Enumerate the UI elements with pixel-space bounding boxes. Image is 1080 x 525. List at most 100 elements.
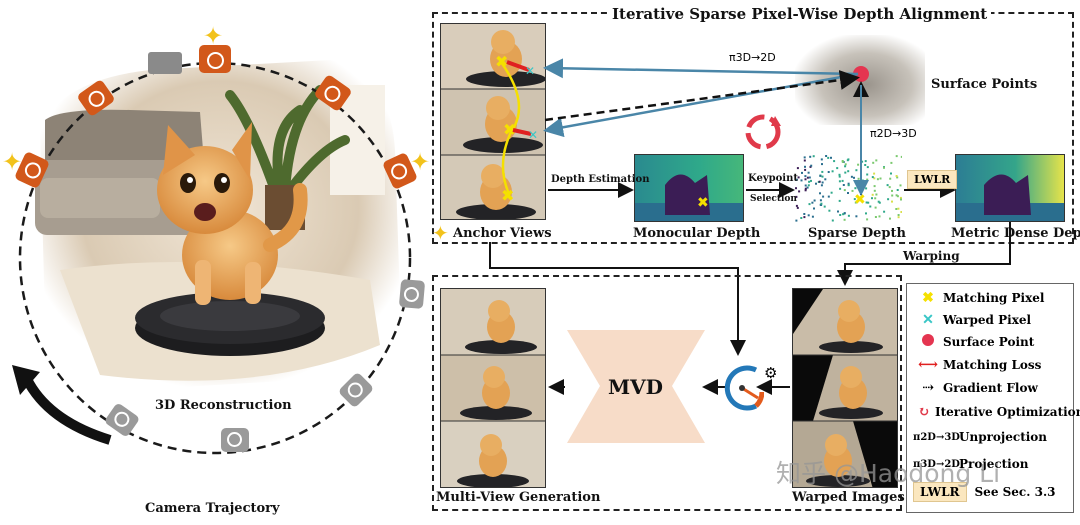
sparse-depth-point	[847, 214, 850, 217]
sparse-depth-point	[853, 198, 856, 201]
sparse-depth-point	[813, 199, 816, 202]
sparse-depth-point	[828, 209, 831, 212]
sparse-depth-point	[900, 198, 902, 201]
sparse-depth-point	[795, 195, 798, 198]
warping-label: Warping	[903, 249, 960, 263]
metric-dense-depth-label: Metric Dense Depth	[951, 226, 1080, 241]
sparse-depth-point	[808, 176, 811, 179]
sparse-depth-point	[796, 167, 799, 170]
svg-text:✖: ✖	[501, 186, 514, 205]
sparse-depth-point	[819, 203, 822, 206]
sparkle-icon: ✦	[432, 221, 449, 245]
mvd-block	[567, 330, 705, 443]
sparse-depth-point	[795, 187, 797, 190]
sparse-depth-label: Sparse Depth	[808, 226, 906, 241]
sparse-depth-point	[820, 158, 823, 161]
legend-item: ✕Warped Pixel	[913, 311, 1031, 329]
sparse-depth-point	[820, 184, 823, 187]
warped-images-image	[792, 288, 898, 488]
surface-points-label: Surface Points	[931, 77, 1038, 92]
sparse-depth-point	[897, 216, 900, 219]
svg-text:✖: ✖	[495, 52, 508, 71]
matching-pixel-icon: ✖	[922, 290, 934, 306]
sparse-depth-point	[900, 155, 902, 158]
sparse-depth-point	[873, 177, 876, 180]
sparse-depth-point	[820, 202, 823, 205]
sparse-depth-point	[806, 176, 809, 179]
unprojection-symbol: π2D→3D	[870, 127, 917, 140]
sparse-depth-point	[900, 211, 902, 213]
sparse-depth-point	[861, 179, 864, 182]
sparse-depth-point	[827, 156, 830, 159]
sparse-depth-point	[846, 159, 849, 162]
sparse-depth-point	[897, 207, 900, 210]
sparse-depth-point	[827, 171, 830, 173]
sparse-depth-point	[866, 178, 869, 181]
sparse-depth-point	[891, 194, 894, 197]
sparse-depth-point	[865, 201, 868, 204]
sparse-depth-point	[803, 156, 806, 159]
sparse-depth-point	[801, 171, 803, 174]
sparse-depth-point	[800, 217, 803, 219]
sparse-depth-point	[843, 189, 846, 192]
camera-icon	[148, 52, 182, 74]
sparse-depth-point	[841, 179, 844, 182]
svg-text:✕: ✕	[525, 64, 535, 78]
sparse-depth-point	[859, 180, 862, 183]
camera-icon	[398, 279, 426, 309]
sparse-depth-point	[796, 206, 799, 209]
sparse-depth-point	[847, 184, 850, 187]
anchor-views-label: Anchor Views	[453, 226, 552, 241]
sparse-depth-point	[883, 166, 885, 169]
alignment-title: Iterative Sparse Pixel-Wise Depth Alignm…	[608, 5, 992, 23]
sparkle-icon: ✦	[203, 22, 224, 50]
sparse-depth-point	[797, 176, 800, 179]
sparse-depth-point	[842, 213, 845, 216]
sparse-depth-point	[895, 175, 898, 177]
sparse-depth-point	[843, 212, 846, 215]
sparse-depth-point	[865, 212, 867, 215]
sparse-depth-point	[887, 198, 890, 201]
reconstruction-scene	[12, 60, 412, 455]
legend-item: ⇢Gradient Flow	[913, 379, 1038, 397]
gradient-flow-icon: ⇢	[922, 380, 934, 396]
sparse-depth-point	[889, 177, 892, 180]
sparse-depth-point	[851, 189, 854, 192]
sparse-depth-point	[821, 181, 824, 184]
sparse-depth-point	[795, 178, 798, 181]
sparse-depth-point	[847, 192, 849, 194]
sparse-depth-point	[871, 193, 874, 196]
monocular-depth-label: Monocular Depth	[633, 226, 761, 241]
sparse-depth-point	[811, 201, 814, 204]
sparkle-icon: ✦	[410, 148, 431, 176]
sparse-depth-point	[804, 165, 806, 168]
sparse-depth-point	[838, 175, 841, 178]
sparse-depth-point	[800, 179, 803, 182]
sparse-depth-point	[795, 219, 798, 222]
sparse-depth-point	[869, 205, 872, 208]
iterative-optimization-icon: ↻	[918, 404, 930, 420]
sparse-depth-point	[821, 163, 823, 166]
sparse-depth-point	[872, 161, 875, 164]
svg-text:✖: ✖	[503, 120, 516, 139]
sparse-depth-point	[891, 200, 893, 203]
sparse-depth-point	[874, 197, 877, 200]
sparse-depth-point	[825, 155, 828, 157]
sparse-depth-point	[899, 196, 902, 199]
sparse-depth-point	[841, 160, 844, 162]
sparse-depth-point	[874, 206, 877, 209]
settings-icon: ⚙	[764, 364, 778, 382]
sparse-depth-point	[811, 215, 814, 218]
sparse-depth-point	[844, 171, 847, 174]
sparse-depth-point	[875, 193, 878, 196]
mvd-label: MVD	[608, 375, 663, 399]
sparse-depth-point	[874, 216, 877, 218]
lwlr-tag: LWLR	[907, 170, 958, 189]
sparse-depth-point	[875, 159, 878, 162]
sparse-depth-point	[855, 215, 858, 218]
sparse-depth-point	[795, 204, 798, 207]
sparse-depth-point	[866, 166, 869, 169]
